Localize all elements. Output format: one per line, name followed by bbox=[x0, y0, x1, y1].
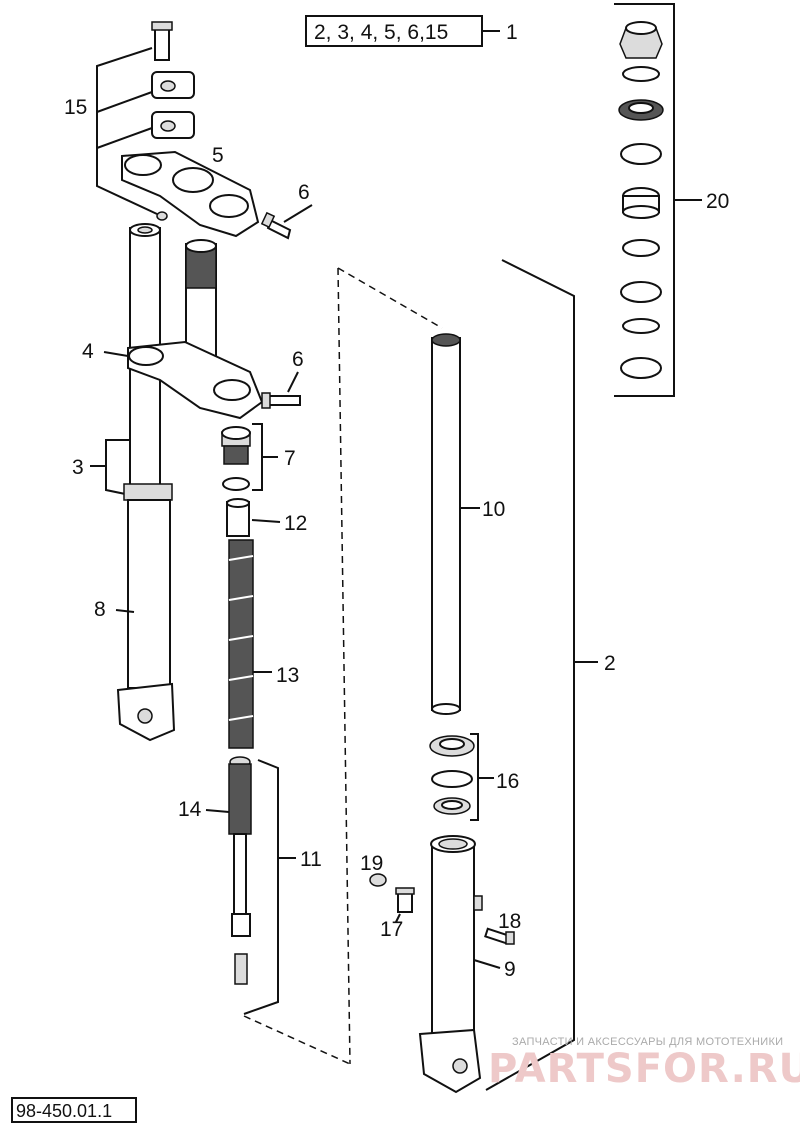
part-20-steering-bearing-set: 20 bbox=[614, 3, 729, 397]
part-10-inner-tube: 10 bbox=[431, 333, 505, 715]
callout-11: 11 bbox=[300, 848, 322, 871]
reference-number-box bbox=[11, 1097, 137, 1123]
callout-12: 12 bbox=[284, 512, 307, 535]
callout-15: 15 bbox=[64, 96, 87, 119]
callout-13: 13 bbox=[276, 664, 299, 687]
callout-18: 18 bbox=[498, 910, 521, 933]
callout-6-lower: 6 bbox=[292, 348, 304, 371]
kit-2-bracket: 2 bbox=[485, 259, 616, 1091]
callout-5: 5 bbox=[212, 144, 224, 167]
callout-8: 8 bbox=[94, 598, 106, 621]
callout-1: 1 bbox=[506, 21, 518, 44]
callout-4: 4 bbox=[82, 340, 94, 363]
callout-9: 9 bbox=[504, 958, 516, 981]
reference-number-group: 98-450.01.1 bbox=[11, 1097, 137, 1123]
callout-19: 19 bbox=[360, 852, 383, 875]
part-19-nut: 19 bbox=[360, 852, 387, 887]
part-11-damper-rod: 11 14 bbox=[178, 756, 322, 1015]
part-17-clip: 17 bbox=[380, 887, 415, 941]
kit-label-text: 2, 3, 4, 5, 6,15 bbox=[314, 21, 448, 44]
part-15-handlebar-clamp: 15 bbox=[64, 21, 195, 215]
part-4-lower-triple-clamp: 4 bbox=[82, 340, 264, 420]
callout-6-upper: 6 bbox=[298, 181, 310, 204]
reference-number: 98-450.01.1 bbox=[16, 1101, 112, 1121]
part-9-fork-slider: 9 bbox=[418, 835, 516, 1094]
callout-16: 16 bbox=[496, 770, 519, 793]
callout-3: 3 bbox=[72, 456, 84, 479]
kit-label-box bbox=[305, 15, 483, 47]
part-12-spacer: 12 bbox=[226, 498, 307, 537]
part-6-upper-bolt: 6 bbox=[260, 181, 313, 240]
part-6-lower-bolt: 6 bbox=[261, 348, 304, 409]
part-8-fork-slider: 8 bbox=[94, 483, 176, 742]
callout-14: 14 bbox=[178, 798, 202, 821]
part-5-upper-triple-clamp: 5 bbox=[121, 144, 260, 238]
part-16-seal-set: 16 bbox=[429, 733, 519, 821]
assembly-dashed-outline bbox=[337, 267, 443, 329]
part-13-fork-spring: 13 bbox=[228, 539, 299, 749]
callout-2: 2 bbox=[604, 652, 616, 675]
part-7-fork-cap: 7 bbox=[221, 423, 296, 491]
watermark-caption: ЗАПЧАСТИ И АКСЕССУАРЫ ДЛЯ МОТОТЕХНИКИ bbox=[512, 1036, 783, 1048]
part-18-bolt: 18 bbox=[484, 910, 521, 945]
kit-label-group: 2, 3, 4, 5, 6,15 1 bbox=[305, 15, 518, 47]
callout-7: 7 bbox=[284, 447, 296, 470]
callout-10: 10 bbox=[482, 498, 505, 521]
watermark-brand: PARTSFOR.RU bbox=[488, 1046, 800, 1092]
watermark: ЗАПЧАСТИ И АКСЕССУАРЫ ДЛЯ МОТОТЕХНИКИ PA… bbox=[488, 1036, 800, 1092]
callout-20: 20 bbox=[706, 190, 729, 213]
callout-17: 17 bbox=[380, 918, 403, 941]
